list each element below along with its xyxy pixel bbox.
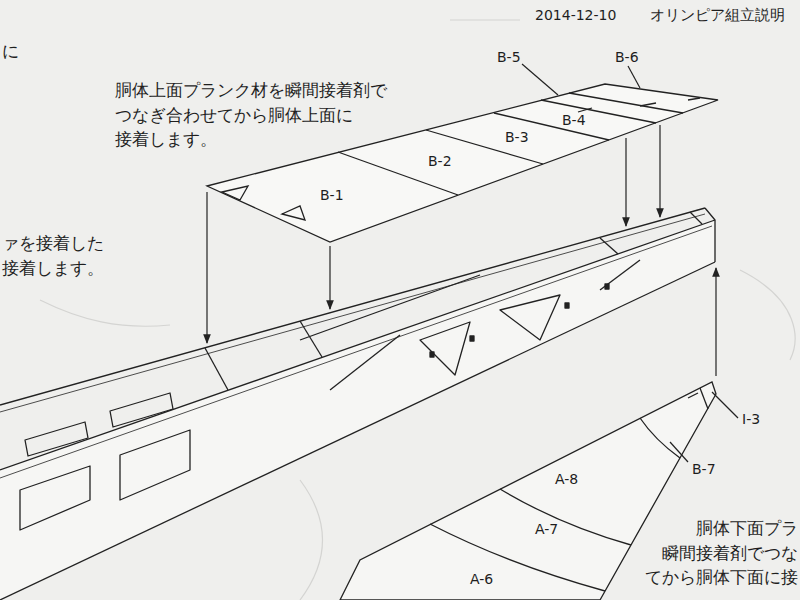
- instruction-note: ァを接着した 接着します。: [2, 231, 117, 280]
- plank-joint: [640, 418, 680, 458]
- manual-title: オリンピア組立説明: [650, 6, 785, 26]
- fuselage-edge: [0, 262, 715, 600]
- triangle-cutout: [420, 322, 470, 375]
- part-label: B-5: [497, 48, 521, 66]
- fuselage-nose: [705, 208, 715, 262]
- leader-line: [628, 66, 640, 88]
- plank-hole: [282, 206, 305, 220]
- part-label: B-6: [615, 48, 639, 66]
- lightening-hole: [110, 393, 173, 427]
- plank-joint: [430, 524, 605, 591]
- placement-arrow: [659, 125, 660, 217]
- ghost-line: [740, 270, 795, 360]
- part-label: B-7: [692, 460, 716, 478]
- fuselage-edge: [0, 214, 705, 412]
- plank-slot: [578, 108, 592, 112]
- former: [690, 212, 702, 224]
- cut-text: に: [2, 40, 19, 62]
- instruction-note: 胴体上面プランク材を瞬間接着剤で つなぎ合わせてから胴体上面に 接着します。: [115, 78, 415, 152]
- former: [600, 238, 618, 254]
- part-label: A-6: [470, 570, 493, 588]
- plank-joint: [569, 93, 683, 113]
- fuselage-edge: [0, 220, 715, 470]
- plank-joint: [500, 489, 631, 545]
- plank-joint: [338, 152, 458, 195]
- lightening-hole: [20, 466, 90, 530]
- former: [205, 348, 228, 390]
- triangle-cutout: [500, 295, 560, 340]
- plank-slot: [688, 393, 698, 398]
- placement-arrow: [206, 192, 207, 343]
- plank-slot: [688, 98, 700, 100]
- ghost-line: [40, 300, 170, 326]
- slot: [430, 352, 434, 357]
- brace: [600, 260, 640, 290]
- brace: [300, 275, 480, 340]
- part-label: A-7: [535, 520, 558, 538]
- slot: [470, 336, 474, 341]
- plank-slot: [640, 103, 656, 106]
- leader-line: [670, 442, 688, 462]
- part-label: B-1: [320, 186, 344, 204]
- ghost-line: [450, 19, 520, 20]
- lightening-hole: [25, 422, 88, 456]
- part-label: B-4: [562, 111, 586, 129]
- placement-arrow: [625, 138, 626, 226]
- part-label: I-3: [742, 410, 760, 428]
- fuselage-side: [0, 220, 715, 600]
- instruction-note: 胴体下面プラ 瞬間接着剤でつな てから胴体下面に接: [640, 516, 798, 590]
- ghost-line: [300, 480, 323, 600]
- fuselage-edge: [0, 208, 705, 405]
- brace: [330, 335, 400, 390]
- slot: [565, 303, 569, 308]
- placement-arrow: [715, 268, 716, 376]
- date-stamp: 2014-12-10: [535, 6, 616, 24]
- leader-line: [522, 64, 558, 95]
- leader-line: [712, 392, 738, 418]
- plank-joint: [700, 388, 708, 409]
- part-label: B-3: [505, 128, 529, 146]
- slot: [605, 284, 609, 289]
- plank-hole: [222, 186, 248, 200]
- lightening-hole: [120, 430, 190, 500]
- fuselage: [0, 208, 715, 600]
- part-label: A-8: [555, 470, 578, 488]
- part-label: B-2: [428, 152, 452, 170]
- placement-arrow: [329, 246, 330, 309]
- plank-joint: [541, 100, 656, 123]
